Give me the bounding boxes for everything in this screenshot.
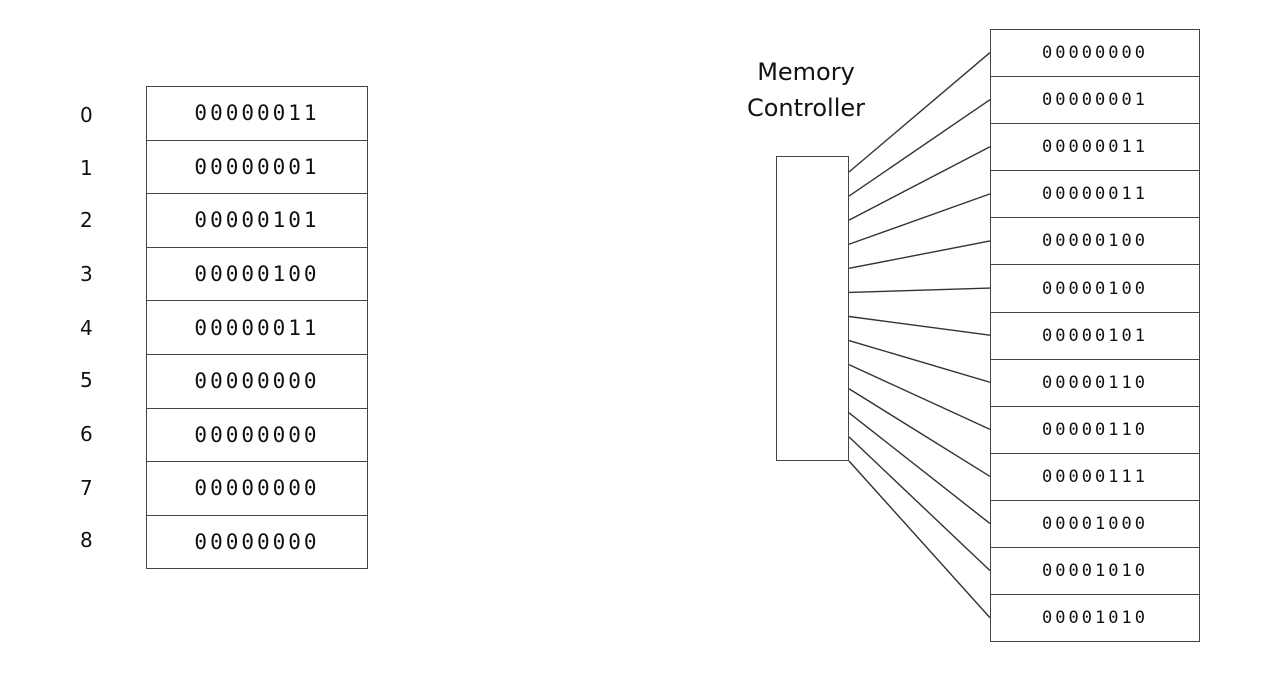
memory-cell: 00001010 xyxy=(991,548,1199,596)
memory-cell: 00000101 xyxy=(147,194,367,248)
memory-table-right: 00000000 00000001 00000011 00000011 0000… xyxy=(990,29,1200,643)
address-label: 1 xyxy=(80,156,93,180)
memory-cell: 00000100 xyxy=(991,265,1199,313)
wire-line xyxy=(848,436,991,572)
memory-cell: 00000000 xyxy=(991,30,1199,78)
memory-cell: 00000011 xyxy=(147,301,367,355)
address-label: 7 xyxy=(80,476,93,500)
address-label: 8 xyxy=(80,528,93,552)
wire-line xyxy=(848,240,991,270)
memory-cell: 00000100 xyxy=(147,248,367,302)
controller-title-line1: Memory xyxy=(757,58,855,86)
address-label: 2 xyxy=(80,208,93,232)
memory-cell: 00000111 xyxy=(991,454,1199,501)
memory-controller-box xyxy=(776,156,849,461)
address-label: 5 xyxy=(80,368,93,392)
memory-cell: 00000011 xyxy=(991,124,1199,172)
address-label: 3 xyxy=(80,262,93,286)
wire-line xyxy=(848,460,991,619)
memory-cell: 00000000 xyxy=(147,355,367,409)
wire-line xyxy=(848,193,991,245)
address-label: 0 xyxy=(80,103,93,127)
memory-cell: 00000011 xyxy=(991,171,1199,219)
memory-cell: 00000011 xyxy=(147,87,367,141)
memory-cell: 00000000 xyxy=(147,462,367,516)
address-label: 6 xyxy=(80,422,93,446)
memory-cell: 00000000 xyxy=(147,409,367,463)
wire-line xyxy=(848,146,991,221)
memory-controller-label: Memory Controller xyxy=(730,54,882,126)
memory-cell: 00001010 xyxy=(991,595,1199,643)
wire-line xyxy=(848,315,991,336)
memory-cell: 00001000 xyxy=(991,501,1199,549)
address-label: 4 xyxy=(80,316,93,340)
wire-line xyxy=(848,388,991,478)
wire-line xyxy=(848,99,991,197)
memory-cell: 00000110 xyxy=(991,360,1199,407)
memory-cell: 00000001 xyxy=(991,77,1199,125)
memory-table-left: 00000011 00000001 00000101 00000100 0000… xyxy=(146,86,368,570)
controller-title-line2: Controller xyxy=(746,94,866,122)
memory-cell: 00000101 xyxy=(991,313,1199,360)
wire-line xyxy=(848,412,991,525)
wire-line xyxy=(848,339,991,383)
wire-line xyxy=(848,287,991,294)
memory-cell: 00000000 xyxy=(147,516,367,570)
wire-line xyxy=(848,364,991,430)
memory-cell: 00000100 xyxy=(991,218,1199,266)
memory-cell: 00000110 xyxy=(991,407,1199,454)
wire-line xyxy=(848,52,991,173)
memory-cell: 00000001 xyxy=(147,141,367,195)
